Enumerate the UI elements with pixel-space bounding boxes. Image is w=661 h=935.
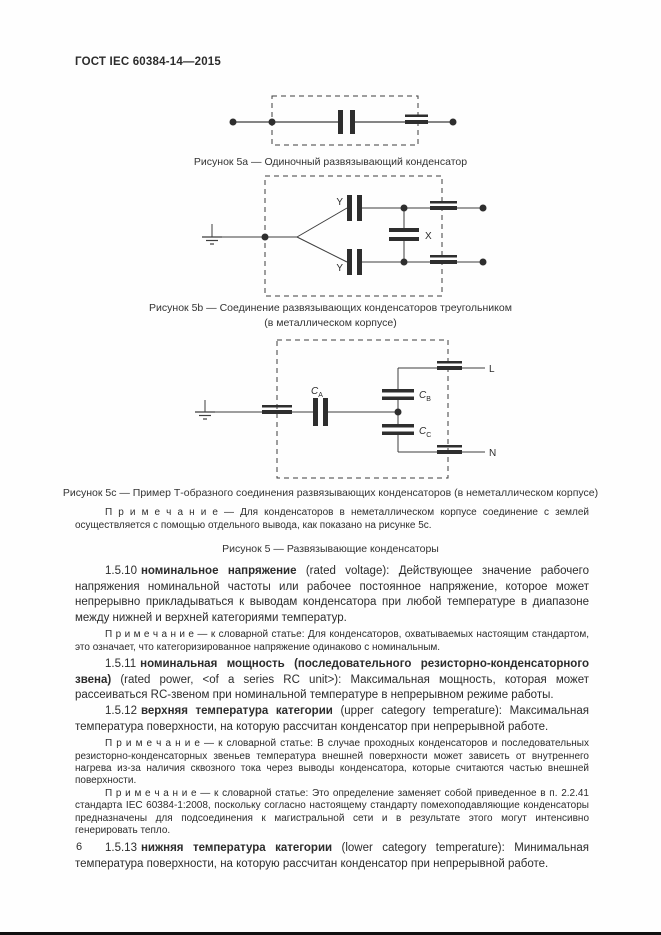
- figure-5-caption: Рисунок 5 — Развязывающие конденсаторы: [222, 543, 439, 555]
- section-number: 1.5.10: [105, 565, 137, 577]
- dashed-enclosure: [276, 339, 449, 479]
- figure-5b-diagram: Y Y X: [202, 175, 487, 297]
- definition-text: (rated voltage): Действующее значение ра…: [75, 565, 589, 624]
- note-1-5-10: П р и м е ч а н и е — к словарной статье…: [75, 629, 589, 654]
- junction-dots: [394, 408, 402, 416]
- section-number: 1.5.11: [105, 658, 137, 671]
- term: номинальное напряжение: [140, 565, 297, 577]
- wires: [218, 207, 483, 263]
- figure-5b-caption-line1: Рисунок 5b — Соединение развязывающих ко…: [149, 302, 512, 314]
- note-1-5-12-b: П р и м е ч а н и е — к словарной статье…: [75, 788, 589, 838]
- label-y-bottom: Y: [336, 263, 343, 274]
- section-number: 1.5.13: [105, 842, 137, 855]
- term: нижняя температура категории: [140, 842, 333, 855]
- dashed-enclosure: [271, 95, 419, 146]
- feedthrough-capacitor-icon: [430, 201, 457, 264]
- earth-ground-icon: [195, 400, 215, 420]
- figure-5a-diagram: [229, 95, 457, 146]
- term: верхняя температура категории: [140, 704, 333, 717]
- label-x: X: [425, 231, 432, 242]
- figure-5c-diagram: CA CB CC L N: [195, 339, 496, 479]
- figure-5a-caption: Рисунок 5a — Одиночный развязывающий кон…: [193, 156, 468, 168]
- note-text: — Для конденсаторов в неметаллическом ко…: [75, 507, 589, 531]
- page-header: ГОСТ IEC 60384-14—2015: [75, 56, 221, 68]
- wires: [210, 367, 485, 453]
- x-capacitor-symbol: [389, 228, 419, 241]
- label-cb: CB: [419, 390, 431, 403]
- note-label: П р и м е ч а н и е: [105, 629, 194, 641]
- junction-dots: [261, 204, 487, 266]
- definition-text: (lower category temperature): Минимальна…: [75, 842, 589, 870]
- capacitor-ca-symbol: [313, 398, 328, 426]
- note-text: — к словарной статье: В случае проходных…: [75, 738, 589, 787]
- y-capacitor-symbol-top: [347, 195, 362, 221]
- definition-text: (rated power, <of a series RC unit>): Ма…: [75, 673, 589, 702]
- capacitor-symbol: [338, 110, 355, 134]
- capacitor-cb-symbol: [382, 389, 414, 400]
- label-line-terminal: L: [489, 364, 495, 375]
- figure-5b-caption-line2: (в металлическом корпусе): [264, 316, 397, 329]
- figure-note: П р и м е ч а н и е — Для конденсаторов …: [75, 507, 589, 533]
- note-label: П р и м е ч а н и е: [105, 507, 218, 518]
- y-capacitor-symbol-bottom: [347, 249, 362, 275]
- dashed-enclosure: [264, 175, 443, 297]
- feedthrough-capacitor-icon: [405, 114, 428, 124]
- label-neutral-terminal: N: [489, 448, 496, 459]
- figure-5b-caption: Рисунок 5b — Соединение развязывающих ко…: [40, 301, 621, 330]
- capacitor-cc-symbol: [382, 424, 414, 435]
- term: номинальная мощность (последовательного …: [75, 658, 589, 686]
- label-y-top: Y: [336, 197, 343, 208]
- note-label: П р и м е ч а н и е: [105, 738, 200, 750]
- terminal-dots: [229, 118, 457, 126]
- page-number: 6: [76, 841, 83, 853]
- note-label: П р и м е ч а н и е: [105, 787, 197, 799]
- definition-text: (upper category temperature): Максимальн…: [75, 704, 590, 733]
- note-text: — к словарной статье: Для конденсаторов,…: [75, 629, 589, 653]
- section-number: 1.5.12: [105, 704, 137, 717]
- feedthrough-capacitor-icon: [262, 361, 462, 454]
- label-ca: CA: [311, 386, 323, 399]
- note-text: — к словарной статье: Это определение за…: [75, 787, 589, 836]
- earth-ground-icon: [202, 224, 222, 245]
- label-cc: CC: [419, 426, 431, 439]
- note-1-5-12-a: П р и м е ч а н и е — к словарной статье…: [75, 738, 589, 788]
- figure-5c-caption: Рисунок 5c — Пример Т-образного соединен…: [62, 487, 599, 499]
- scan-bottom-edge: [0, 932, 661, 935]
